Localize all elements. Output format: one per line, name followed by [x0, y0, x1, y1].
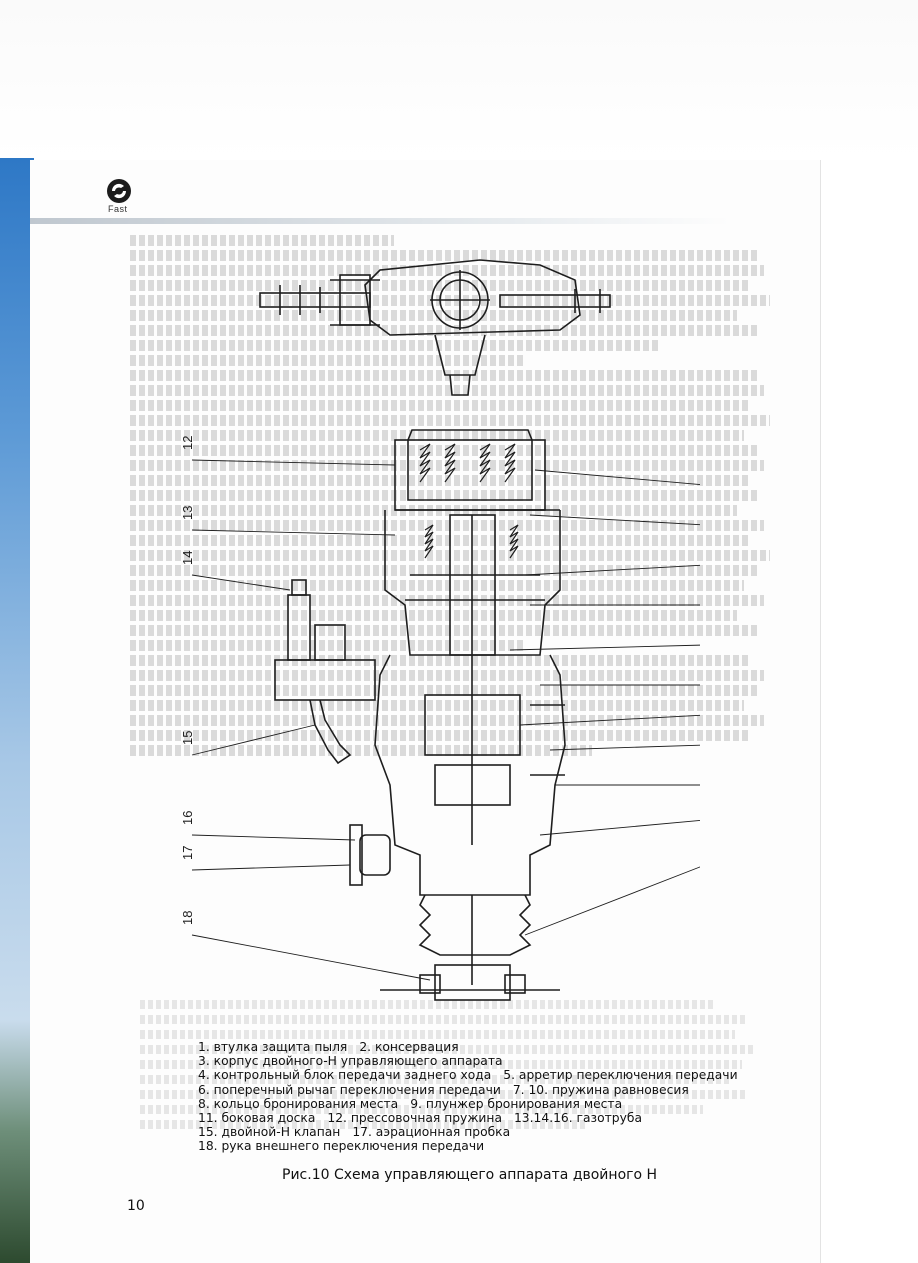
- page-number: 10: [127, 1198, 145, 1214]
- legend-item: 15. двойной-Н клапан: [198, 1125, 341, 1140]
- legend-row: 8. кольцо бронирования места 9. плунжер б…: [198, 1097, 798, 1111]
- callout-17: 17: [180, 846, 195, 860]
- legend-item: 17. аэрационная пробка: [352, 1125, 511, 1140]
- logo-text: Fast: [108, 204, 128, 214]
- assembly-body: [259, 259, 611, 1001]
- legend-row: 18. рука внешнего переключения передачи: [198, 1139, 798, 1153]
- show-through-text: [130, 235, 790, 895]
- figure-caption: Рис.10 Схема управляющего аппарата двойн…: [282, 1167, 658, 1183]
- brand-logo: Fast: [102, 178, 150, 222]
- show-through-text-lower: [140, 1000, 780, 1170]
- legend-item: 13.14.16. газотруба: [513, 1111, 642, 1126]
- leader-lines: [191, 459, 700, 981]
- figure-legend: 1. втулка защита пыля 2. консервация 3. к…: [198, 1040, 798, 1154]
- twin-h-control-assembly-drawing: 12 13 14 15 16 17 18 11 10 9 8 7 6 5 4 3…: [180, 259, 700, 1001]
- legend-item: 5. арретир переключения передачи: [503, 1068, 738, 1083]
- legend-item: 3. корпус двойного-Н управляющего аппара…: [198, 1054, 503, 1069]
- legend-row: 1. втулка защита пыля 2. консервация: [198, 1040, 798, 1054]
- legend-item: 7. 10. пружина равновесия: [512, 1082, 689, 1097]
- legend-row: 15. двойной-Н клапан 17. аэрационная проб…: [198, 1125, 798, 1139]
- legend-row: 11. боковая доска 12. прессовочная пружин…: [198, 1111, 798, 1125]
- legend-item: 2. консервация: [359, 1040, 459, 1054]
- scan-background: [0, 0, 918, 160]
- callout-13: 13: [180, 506, 195, 520]
- legend-item: 8. кольцо бронирования места: [198, 1096, 399, 1111]
- callout-labels: 12 13 14 15 16 17 18 11 10 9 8 7 6 5 4 3…: [180, 436, 195, 925]
- legend-item: 12. прессовочная пружина: [327, 1111, 502, 1126]
- legend-row: 6. поперечный рычаг переключения передач…: [198, 1083, 798, 1097]
- legend-item: 1. втулка защита пыля: [198, 1040, 348, 1054]
- legend-item: 6. поперечный рычаг переключения передач…: [198, 1082, 501, 1097]
- fast-logo-icon: [107, 179, 131, 203]
- legend-row: 3. корпус двойного-Н управляющего аппара…: [198, 1054, 798, 1068]
- legend-item: 4. контрольный блок передачи заднего ход…: [198, 1068, 492, 1083]
- legend-row: 4. контрольный блок передачи заднего ход…: [198, 1068, 798, 1082]
- callout-14: 14: [180, 551, 195, 565]
- cover-side-strip: [0, 158, 34, 1263]
- callout-16: 16: [180, 811, 195, 825]
- callout-15: 15: [180, 731, 195, 745]
- legend-item: 9. плунжер бронирования места: [410, 1096, 623, 1111]
- callout-18: 18: [180, 911, 195, 925]
- legend-item: 18. рука внешнего переключения передачи: [198, 1139, 485, 1154]
- legend-item: 11. боковая доска: [198, 1111, 316, 1126]
- callout-12: 12: [180, 436, 195, 450]
- header-rule: [30, 218, 730, 224]
